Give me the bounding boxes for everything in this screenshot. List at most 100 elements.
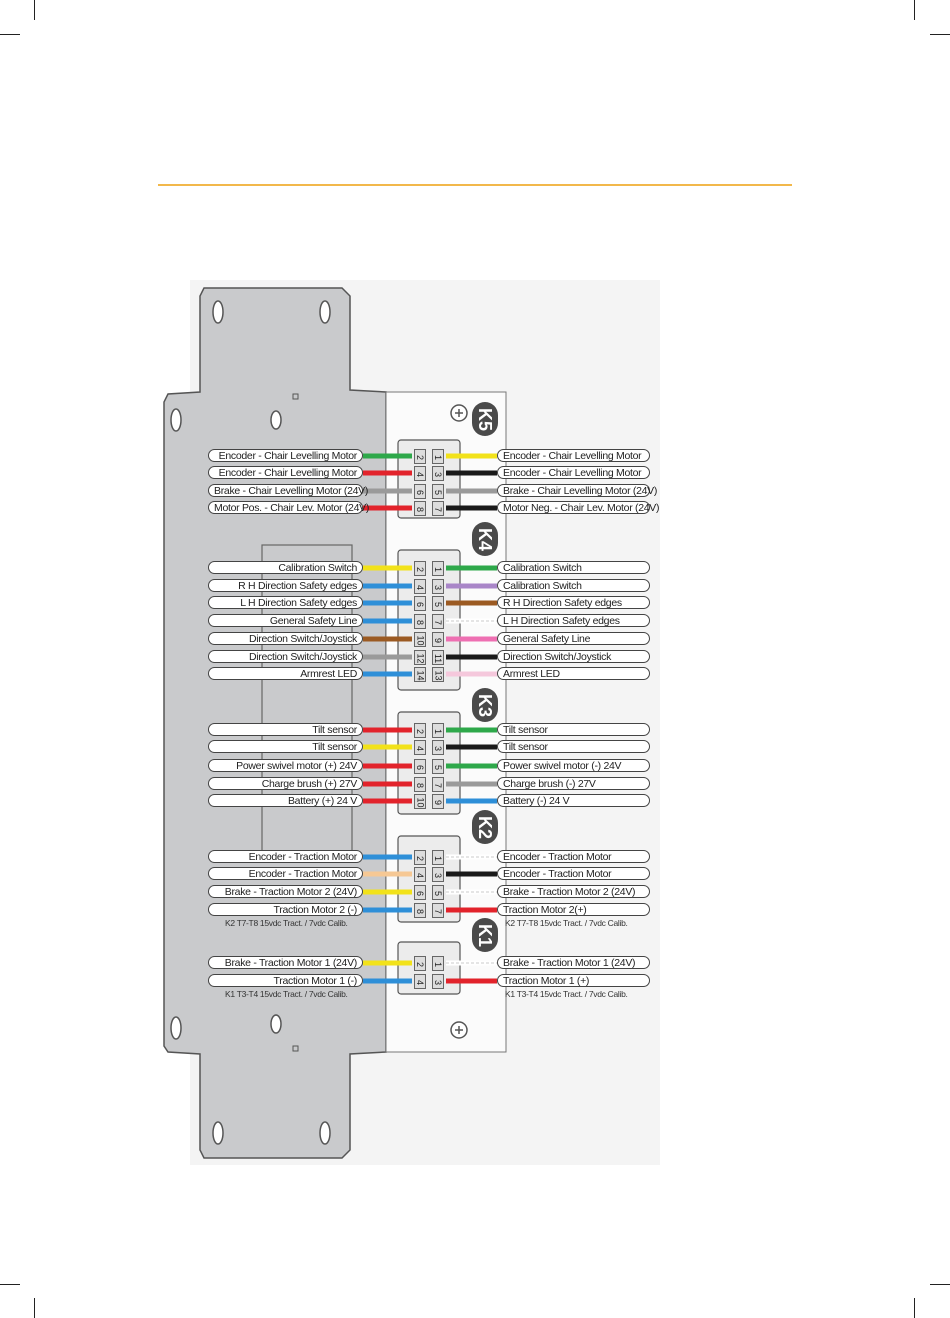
pin-number: 5 [432, 596, 444, 611]
pin-number: 8 [414, 501, 426, 516]
crop-mark [914, 0, 915, 20]
pin-label: 10 [415, 797, 426, 808]
wire-label-left: Brake - Traction Motor 2 (24V) [208, 885, 363, 898]
connector-k4-badge: K4 [472, 522, 498, 556]
pin-label: 7 [433, 908, 444, 915]
connector-k2-badge: K2 [472, 810, 498, 844]
pin-label: 9 [433, 637, 444, 644]
pin-number: 4 [414, 867, 426, 882]
crop-mark [0, 1284, 20, 1285]
pin-label: 6 [415, 601, 426, 608]
pin-number: 9 [432, 794, 444, 809]
wire-label-left: Encoder - Traction Motor [208, 867, 363, 880]
pin-label: 8 [415, 908, 426, 915]
wire-label-left: Encoder - Chair Levelling Motor [208, 466, 363, 479]
connector-k5-badge: K5 [472, 402, 498, 436]
wire-label-right: Traction Motor 2(+) [497, 903, 650, 916]
pin-label: 11 [433, 653, 444, 664]
pin-label: 4 [415, 584, 426, 591]
connector-k4-label: K4 [475, 527, 496, 551]
pin-number: 10 [414, 632, 426, 647]
pin-label: 1 [433, 961, 444, 968]
wire-label-right: Tilt sensor [497, 723, 650, 736]
pin-number: 12 [414, 650, 426, 665]
wire-label-left: L H Direction Safety edges [208, 596, 363, 609]
pin-label: 12 [415, 653, 426, 664]
wire-label-right: L H Direction Safety edges [497, 614, 650, 627]
pin-number: 6 [414, 596, 426, 611]
pin-number: 1 [432, 449, 444, 464]
pin-number: 2 [414, 850, 426, 865]
pin-number: 3 [432, 740, 444, 755]
pin-label: 8 [415, 506, 426, 513]
pin-number: 2 [414, 723, 426, 738]
pin-number: 13 [432, 667, 444, 682]
pin-label: 13 [433, 670, 444, 681]
wire-label-right: Brake - Chair Levelling Motor (24V) [497, 484, 657, 497]
wire-label-left: Traction Motor 1 (-) [208, 974, 363, 987]
pin-label: 3 [433, 872, 444, 879]
pin-number: 1 [432, 561, 444, 576]
pin-label: 3 [433, 979, 444, 986]
wire-label-right: R H Direction Safety edges [497, 596, 650, 609]
pin-number: 3 [432, 974, 444, 989]
wire-label-right: Encoder - Traction Motor [497, 867, 650, 880]
k1-note-left: K1 T3-T4 15vdc Tract. / 7vdc Calib. [225, 989, 348, 999]
pin-label: 4 [415, 745, 426, 752]
wire-label-right: Calibration Switch [497, 561, 650, 574]
pin-number: 2 [414, 561, 426, 576]
pin-label: 2 [415, 728, 426, 735]
wire-label-left: Motor Pos. - Chair Lev. Motor (24V) [208, 501, 369, 514]
pin-label: 8 [415, 619, 426, 626]
pin-number: 6 [414, 759, 426, 774]
pin-number: 5 [432, 759, 444, 774]
pin-label: 4 [415, 979, 426, 986]
pin-label: 5 [433, 601, 444, 608]
pin-label: 7 [433, 619, 444, 626]
pin-label: 9 [433, 799, 444, 806]
pin-number: 7 [432, 903, 444, 918]
wire-label-left: Direction Switch/Joystick [208, 632, 363, 645]
wire-label-left: Encoder - Chair Levelling Motor [208, 449, 363, 462]
pin-number: 5 [432, 885, 444, 900]
wire-label-right: Encoder - Chair Levelling Motor [497, 449, 650, 462]
header-divider [158, 184, 792, 186]
wire-label-right: Charge brush (-) 27V [497, 777, 650, 790]
pin-label: 6 [415, 764, 426, 771]
pin-label: 1 [433, 454, 444, 461]
pin-number: 9 [432, 632, 444, 647]
connector-k1-label: K1 [475, 923, 496, 947]
crop-mark [34, 1298, 35, 1318]
wire-label-left: Tilt sensor [208, 740, 363, 753]
wire-label-left: Traction Motor 2 (-) [208, 903, 363, 916]
pin-number: 7 [432, 501, 444, 516]
wire-label-left: Calibration Switch [208, 561, 363, 574]
wire-label-right: Traction Motor 1 (+) [497, 974, 650, 987]
pin-number: 5 [432, 484, 444, 499]
pin-number: 2 [414, 449, 426, 464]
pin-label: 6 [415, 890, 426, 897]
pin-label: 8 [415, 782, 426, 789]
wire-label-left: Brake - Chair Levelling Motor (24V) [208, 484, 368, 497]
wire-label-right: Calibration Switch [497, 579, 650, 592]
k2-note-left: K2 T7-T8 15vdc Tract. / 7vdc Calib. [225, 918, 348, 928]
pin-label: 4 [415, 471, 426, 478]
wire-label-right: General Safety Line [497, 632, 650, 645]
wire-label-right: Brake - Traction Motor 1 (24V) [497, 956, 650, 969]
connector-k3-label: K3 [475, 693, 496, 717]
k2-note-right: K2 T7-T8 15vdc Tract. / 7vdc Calib. [505, 918, 628, 928]
pin-number: 1 [432, 956, 444, 971]
pin-label: 4 [415, 872, 426, 879]
wire-label-left: General Safety Line [208, 614, 363, 627]
wire-label-left: Encoder - Traction Motor [208, 850, 363, 863]
pin-number: 4 [414, 466, 426, 481]
wire-label-right: Motor Neg. - Chair Lev. Motor (24V) [497, 501, 660, 514]
connector-k3-badge: K3 [472, 688, 498, 722]
wire-label-right: Encoder - Chair Levelling Motor [497, 466, 650, 479]
wire-label-left: Brake - Traction Motor 1 (24V) [208, 956, 363, 969]
pin-label: 6 [415, 489, 426, 496]
wire-label-right: Armrest LED [497, 667, 650, 680]
pin-number: 8 [414, 614, 426, 629]
pin-number: 7 [432, 614, 444, 629]
pin-number: 4 [414, 579, 426, 594]
